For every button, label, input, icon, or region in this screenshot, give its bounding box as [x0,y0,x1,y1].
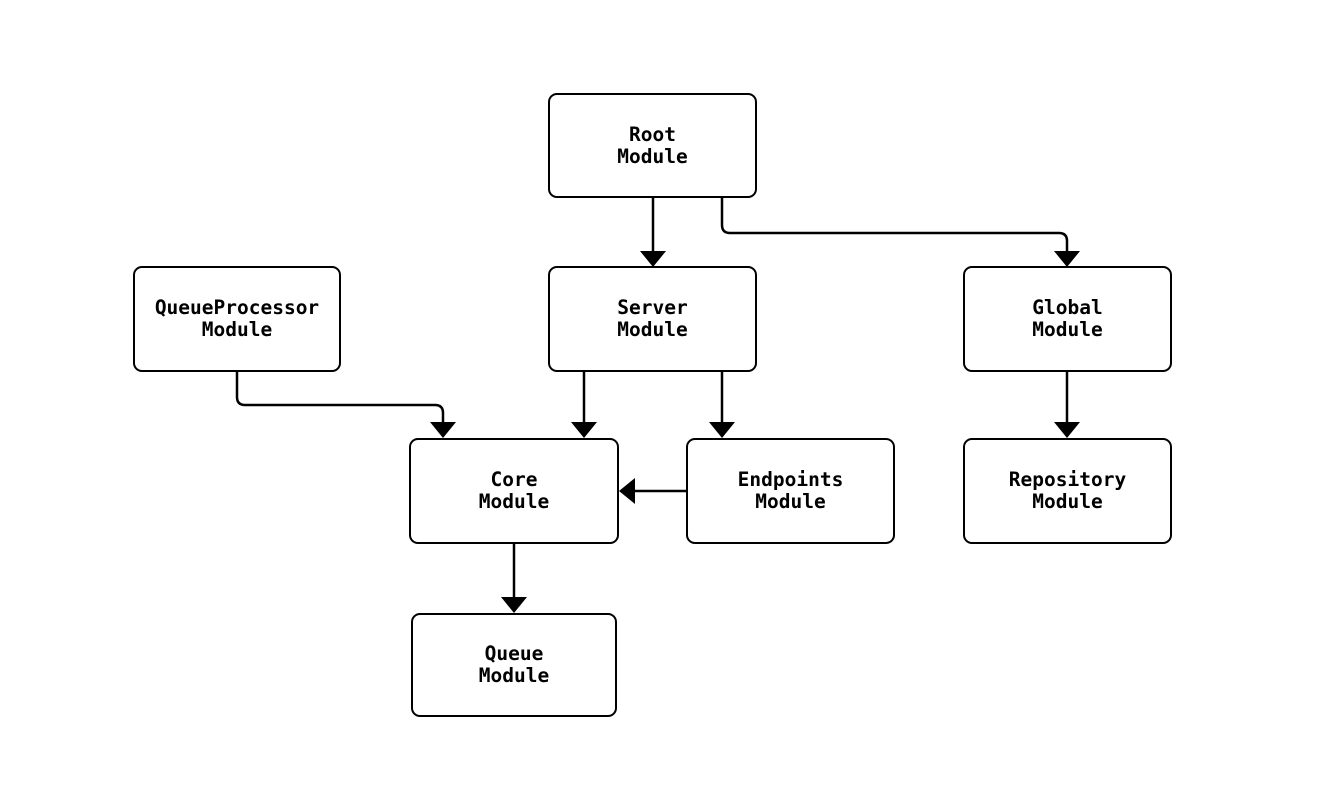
node-label-line: Server [617,296,688,319]
arrowhead-down-icon [1054,422,1080,438]
arrowhead-down-icon [571,422,597,438]
edge-root-to-server [640,198,666,267]
node-label-line: QueueProcessor [154,296,320,319]
node-core-module: Core Module [409,438,619,544]
node-label-line: Module [755,490,826,513]
arrowhead-down-icon [501,597,527,613]
node-root-module: Root Module [548,93,757,198]
node-label-line: Endpoints [737,468,844,491]
node-label-line: Queue [484,642,544,665]
node-endpoints-module: Endpoints Module [686,438,895,544]
arrowhead-left-icon [619,478,635,504]
node-label-line: Module [478,664,550,687]
arrowhead-down-icon [640,251,666,267]
node-label-line: Module [1032,490,1103,513]
node-label-line: Module [1032,318,1103,341]
node-queueprocessor-module: QueueProcessor Module [133,266,341,372]
arrowhead-down-icon [1054,251,1080,267]
edge-server-to-core [571,372,597,438]
node-label-line: Repository [1008,468,1127,491]
node-repository-module: Repository Module [963,438,1172,544]
node-queue-module: Queue Module [411,613,617,717]
node-label-line: Module [478,490,550,513]
edge-queueprocessor-to-core [235,372,456,438]
edge-endpoints-to-core [619,478,686,504]
edge-server-to-endpoints [709,372,735,438]
edge-global-to-repository [1054,372,1080,438]
node-server-module: Server Module [548,266,757,372]
node-label-line: Module [617,318,688,341]
arrowhead-down-icon [430,422,456,438]
edge-root-to-global [720,198,1080,267]
node-label-line: Root [629,122,676,146]
edge-core-to-queue [501,544,527,613]
node-label-line: Global [1032,296,1103,319]
arrowhead-down-icon [709,422,735,438]
node-label-line: Module [617,144,688,168]
node-global-module: Global Module [963,266,1172,372]
node-label-line: Core [490,468,538,491]
node-label-line: Module [201,318,273,341]
